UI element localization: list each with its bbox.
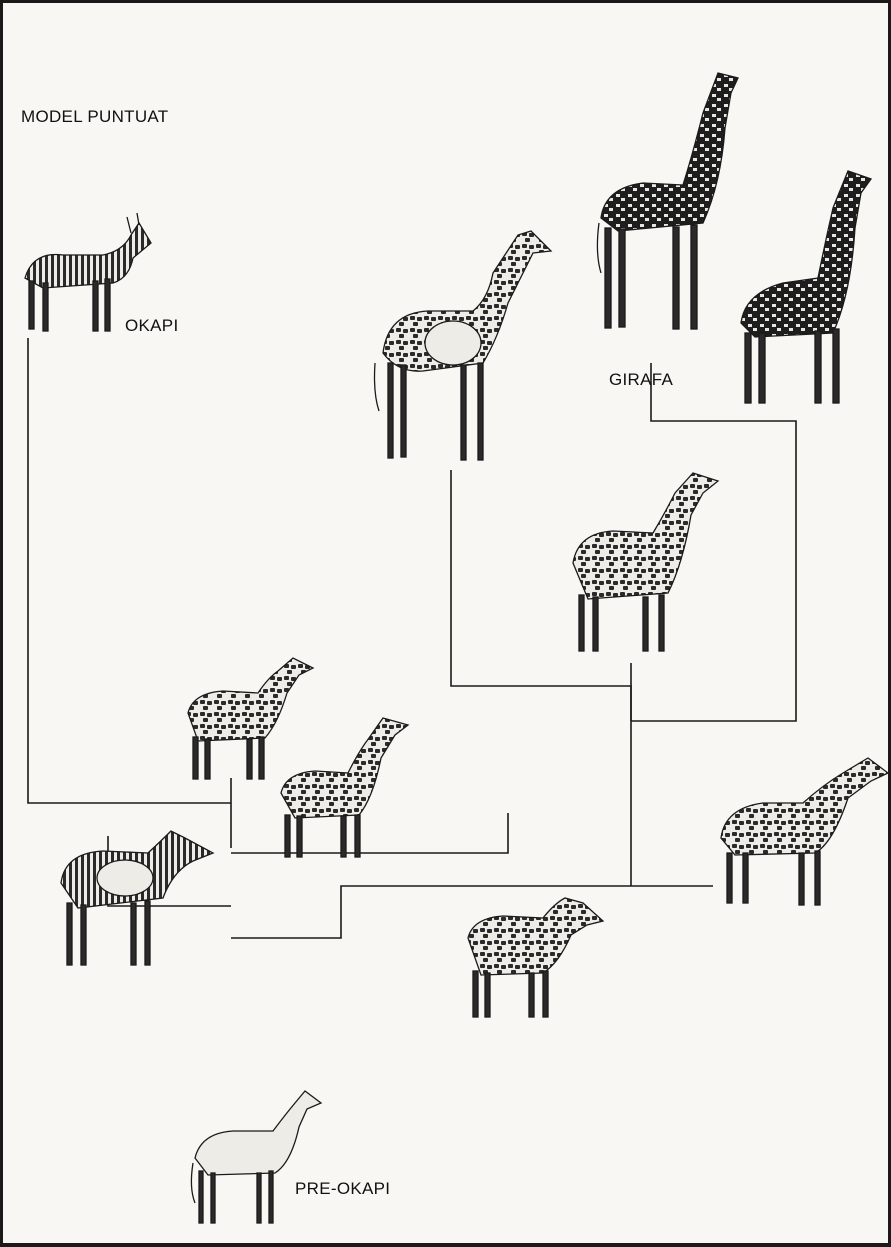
pre-okapi — [191, 1091, 321, 1223]
giraffe-dark-right — [741, 171, 871, 403]
okapi-modern — [25, 213, 151, 331]
giraffe-mid-center — [573, 473, 718, 651]
okapi-ancestral — [61, 831, 213, 965]
giraffid-small-left — [188, 658, 313, 779]
giraffe-dark-tallest — [597, 73, 738, 329]
label-okapi: OKAPI — [125, 316, 178, 336]
giraffid-small-center — [281, 718, 408, 857]
diagram-title: MODEL PUNTUAT — [21, 107, 168, 127]
giraffid-right — [721, 758, 888, 905]
giraffe-pale-tall — [375, 231, 552, 460]
label-girafa: GIRAFA — [609, 370, 673, 390]
label-pre-okapi: PRE-OKAPI — [295, 1179, 390, 1199]
tree-lines — [28, 338, 796, 938]
phylogeny-diagram — [3, 3, 888, 1243]
giraffid-lower-center — [468, 898, 603, 1017]
